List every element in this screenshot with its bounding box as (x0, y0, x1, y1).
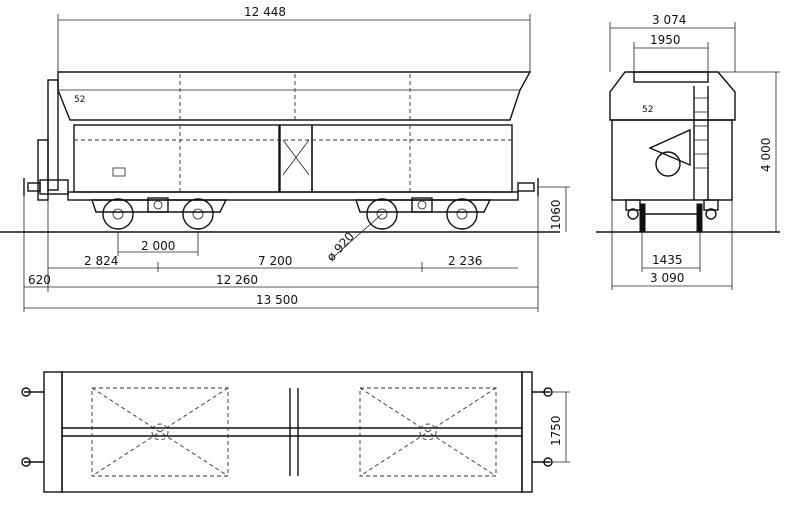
side-dimensions: 12 448 2 000 2 824 7 200 2 236 620 12 26… (23, 5, 570, 312)
underframe (67, 191, 519, 201)
end-ladder-right (693, 86, 709, 200)
plan-view (21, 371, 553, 493)
end-roof (609, 71, 736, 121)
dim-length-over-headstocks: 12 260 (216, 273, 258, 287)
plan-dimensions: 1750 (549, 391, 570, 463)
dim-overall-body-length: 12 448 (244, 5, 286, 19)
dim-buffer-offset: 620 (28, 273, 51, 287)
plan-bogie-right (359, 387, 497, 477)
end-code: 52 (642, 105, 653, 115)
plan-body (61, 371, 523, 493)
dim-bottom-width: 3 090 (650, 271, 684, 285)
dim-roof-opening-width: 1950 (650, 33, 681, 47)
dim-bogie-wheelbase: 2 000 (141, 239, 175, 253)
end-wheels (639, 203, 703, 233)
bogie-left (91, 197, 228, 230)
side-view: 52 (0, 71, 560, 233)
end-emblem (655, 151, 681, 177)
panel-plate (112, 167, 126, 177)
plan-end-left (43, 371, 63, 493)
dim-front-overhang: 2 824 (84, 254, 118, 268)
buffer-right (517, 178, 539, 196)
plan-buffers (21, 387, 553, 467)
dim-length-over-buffers: 13 500 (256, 293, 298, 307)
bogie-right (355, 197, 492, 230)
dim-overall-height: 4 000 (759, 138, 773, 172)
plan-bogie-left (91, 387, 229, 477)
side-panel-left (73, 124, 280, 193)
end-view: 52 (596, 71, 780, 233)
dim-track-gauge: 1435 (652, 253, 683, 267)
dim-bogie-centers: 7 200 (258, 254, 292, 268)
dim-overall-width: 3 074 (652, 13, 686, 27)
side-panel-right (311, 124, 513, 193)
dim-buffer-height: 1060 (549, 199, 563, 230)
side-end-code: 52 (74, 95, 85, 105)
end-body (611, 119, 733, 201)
hopper-top (57, 71, 532, 121)
buffer-left (23, 178, 69, 196)
hopper-seams (179, 74, 411, 120)
end-dimensions: 3 074 1950 4 000 1435 3 090 (609, 13, 780, 290)
dim-rear-overhang: 2 236 (448, 254, 482, 268)
plan-end-right (521, 371, 533, 493)
dim-buffer-spacing: 1750 (549, 415, 563, 446)
end-ladder (37, 139, 49, 201)
end-roof-opening (633, 71, 709, 83)
end-structure (47, 79, 59, 191)
end-warning-triangle (648, 128, 691, 167)
middle-door (279, 124, 313, 193)
dim-wheel-diameter: ø 920 (324, 229, 357, 264)
